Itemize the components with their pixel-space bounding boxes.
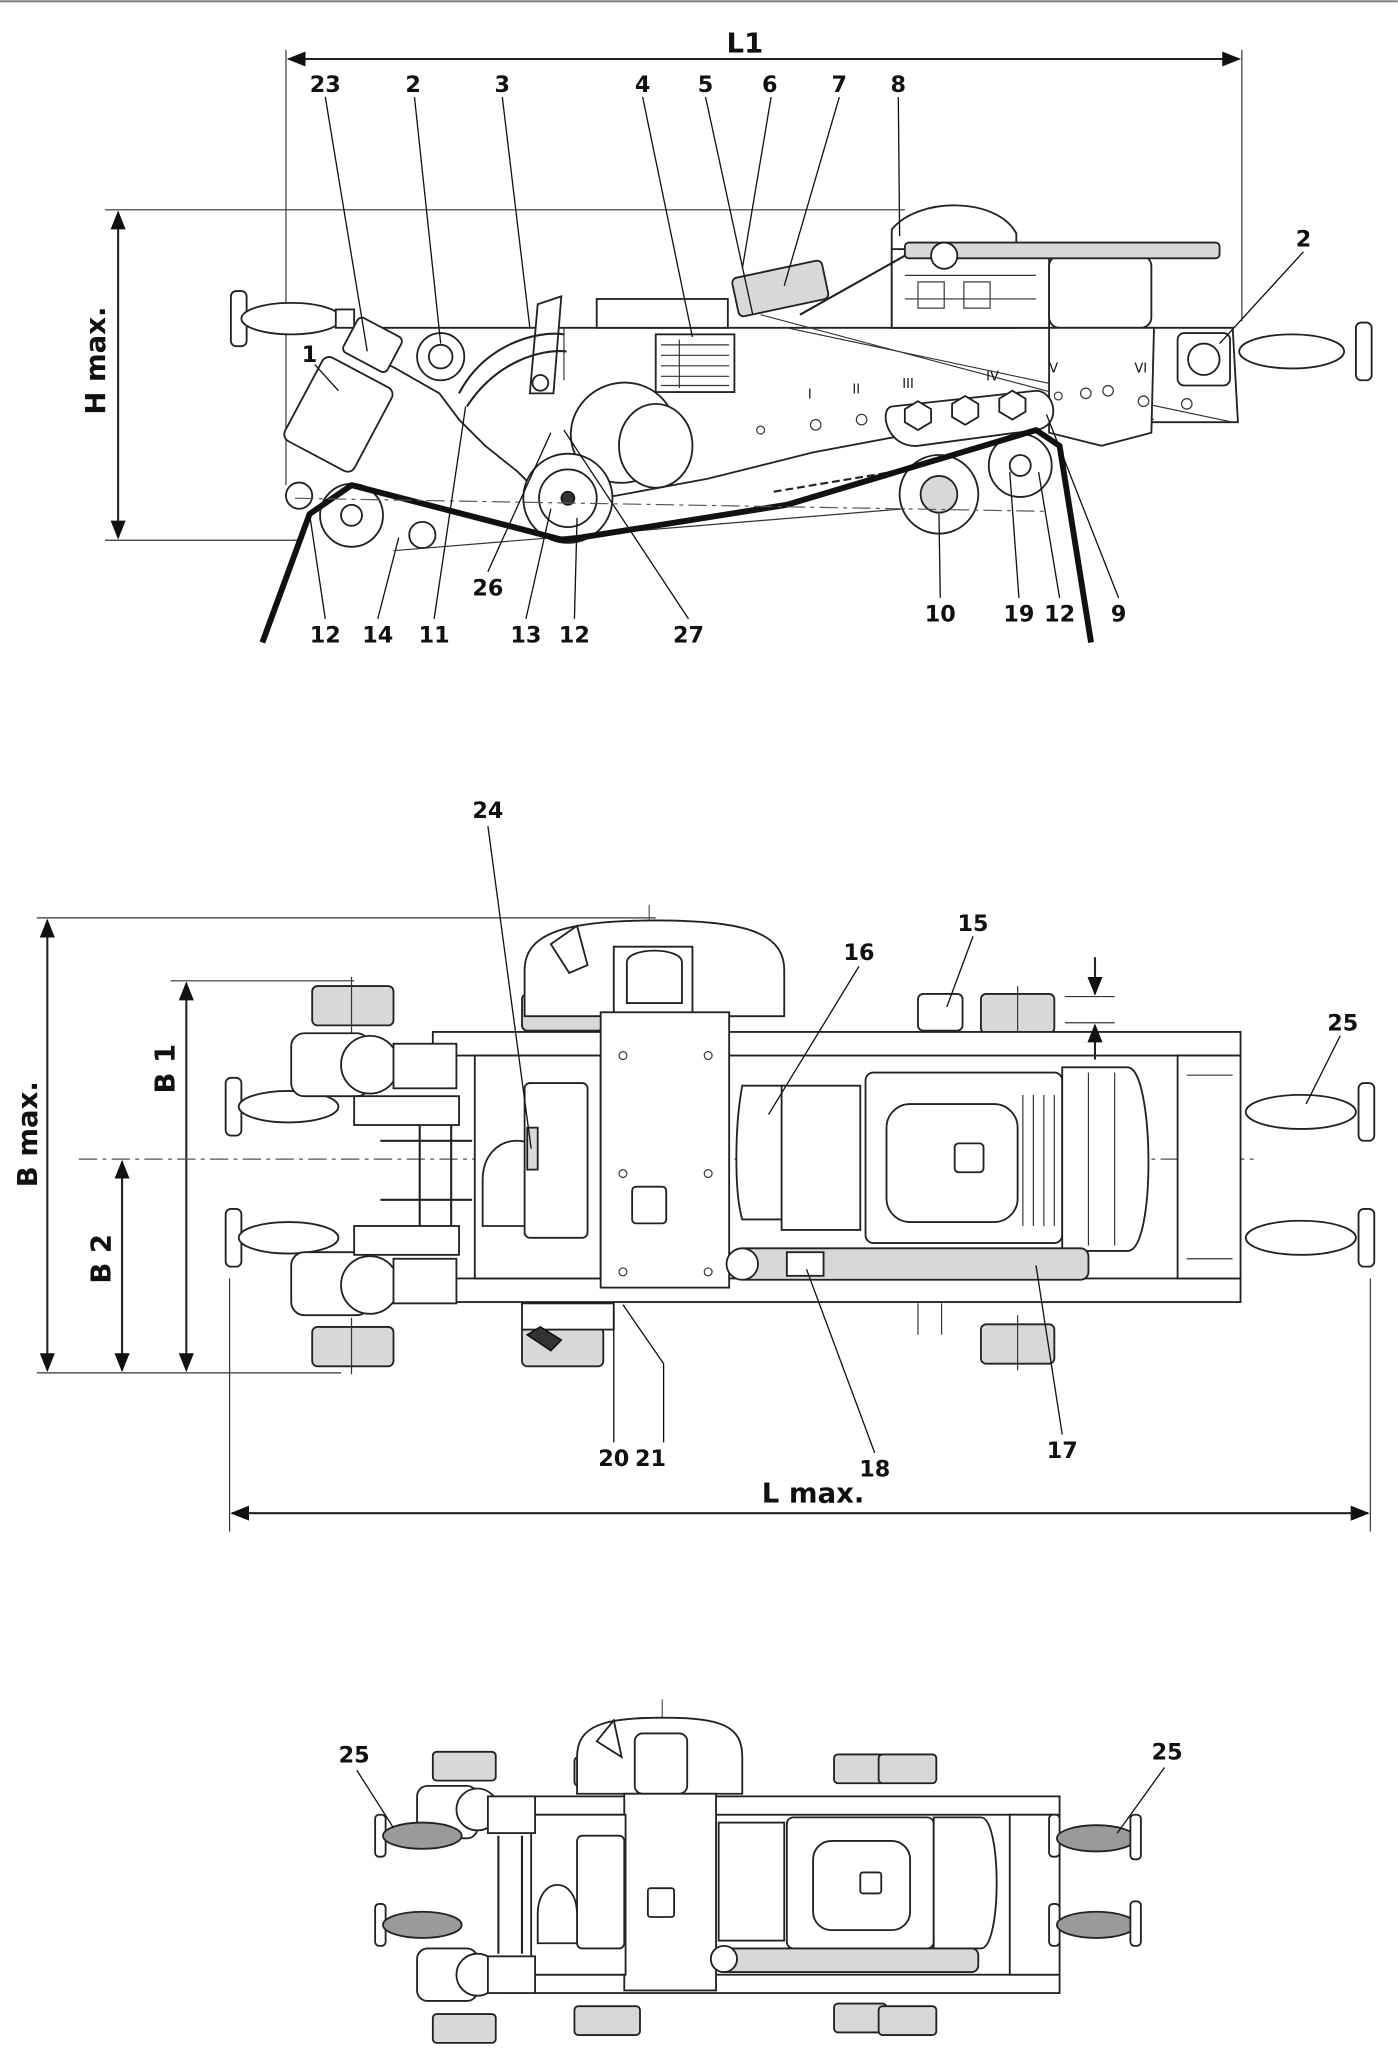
- right-handles-bottom: [1048, 1813, 1142, 1947]
- callout-1: 1: [302, 342, 318, 368]
- callout-8: 8: [891, 72, 907, 98]
- left-handles-top: [224, 1076, 340, 1268]
- roman-mark-iii: III: [902, 377, 914, 392]
- idler-14: [408, 520, 437, 550]
- callout-17: 17: [1047, 1438, 1078, 1464]
- callout-24: 24: [472, 798, 503, 824]
- callout-12-middle: 12: [559, 623, 590, 649]
- guide-roller-left: [285, 481, 314, 510]
- main-motor-top: [864, 1066, 1150, 1252]
- drive-motor-16: [735, 1084, 862, 1231]
- left-handle-side: [229, 290, 356, 348]
- callout-2-right: 2: [1296, 227, 1312, 253]
- bottom-view: 25 25: [339, 1699, 1183, 2044]
- dimension-l-max-label: L max.: [762, 1478, 865, 1510]
- bolt-15: [917, 992, 964, 1032]
- callout-16: 16: [843, 940, 874, 966]
- callout-19: 19: [1003, 602, 1034, 628]
- callout-13: 13: [510, 623, 541, 649]
- motor-27: [569, 381, 694, 489]
- callout-11: 11: [419, 623, 450, 649]
- top-view-leaders: [487, 825, 1341, 1454]
- lever-3: [528, 295, 563, 395]
- dimension-b1-label: B 1: [150, 1044, 182, 1094]
- scale-arc-11: [458, 332, 567, 408]
- callout-23: 23: [310, 72, 341, 98]
- callout-5: 5: [698, 72, 714, 98]
- cover-24: [473, 1054, 602, 1280]
- roman-mark-v: V: [1049, 361, 1058, 376]
- dimension-l1-label: L1: [727, 27, 764, 59]
- gearbox-housing-top: [523, 919, 786, 1289]
- chain-side: [773, 471, 892, 493]
- shaft-17-18: [725, 1247, 1090, 1281]
- right-handles-top: [1244, 1082, 1376, 1268]
- roman-mark-vi: VI: [1134, 361, 1147, 376]
- clamp-20-21: [521, 1302, 615, 1352]
- callout-7: 7: [832, 72, 848, 98]
- callout-3: 3: [495, 72, 511, 98]
- callout-20: 20: [598, 1446, 629, 1472]
- callout-9: 9: [1111, 602, 1127, 628]
- frame-end-right: [1176, 1054, 1242, 1280]
- sprockets-bottom: [431, 1750, 938, 2044]
- left-handles-bottom: [374, 1813, 463, 1947]
- dimension-b-max-label: B max.: [12, 1081, 44, 1187]
- callout-4: 4: [635, 72, 651, 98]
- belt-line: [259, 427, 1094, 644]
- callout-25-bottom-left: 25: [339, 1742, 370, 1768]
- bearing-2-right: [1176, 332, 1231, 387]
- pulley-13: [522, 452, 614, 544]
- callout-26: 26: [472, 575, 503, 601]
- top-view: B max. B 1 B 2 L max.: [12, 798, 1376, 1532]
- callout-12-right: 12: [1044, 602, 1075, 628]
- callout-2-top: 2: [405, 72, 421, 98]
- callout-25-bottom-right: 25: [1152, 1740, 1183, 1766]
- frame-rail-bottom: [431, 1277, 1242, 1303]
- callout-12-left: 12: [310, 623, 341, 649]
- roman-mark-ii: II: [852, 382, 860, 397]
- callout-25-top: 25: [1327, 1011, 1358, 1037]
- left-bearing-assembly: [290, 1032, 473, 1317]
- callout-14: 14: [362, 623, 393, 649]
- bearing-2-left: [416, 332, 466, 382]
- dimension-h-max-label: H max.: [80, 307, 112, 415]
- actuator-6-7: [731, 254, 906, 318]
- dimension-b2-label: B 2: [85, 1234, 117, 1284]
- callout-15: 15: [958, 911, 989, 937]
- nameplate-4: [654, 333, 736, 393]
- callout-6: 6: [762, 72, 778, 98]
- adjust-holes: [756, 384, 1193, 435]
- right-handle-side: [1238, 321, 1373, 382]
- cylinder-1: [283, 316, 403, 473]
- roman-mark-iv: IV: [986, 369, 999, 384]
- callout-18: 18: [859, 1456, 890, 1482]
- frame-rail-top: [431, 1031, 1242, 1057]
- motor-housing-side: [890, 204, 1221, 447]
- callout-10: 10: [925, 602, 956, 628]
- callout-21: 21: [635, 1446, 666, 1472]
- callout-27: 27: [673, 623, 704, 649]
- side-view: L1 H max.: [80, 27, 1373, 649]
- side-view-leaders: [308, 96, 1304, 620]
- roman-mark-i: I: [808, 388, 812, 403]
